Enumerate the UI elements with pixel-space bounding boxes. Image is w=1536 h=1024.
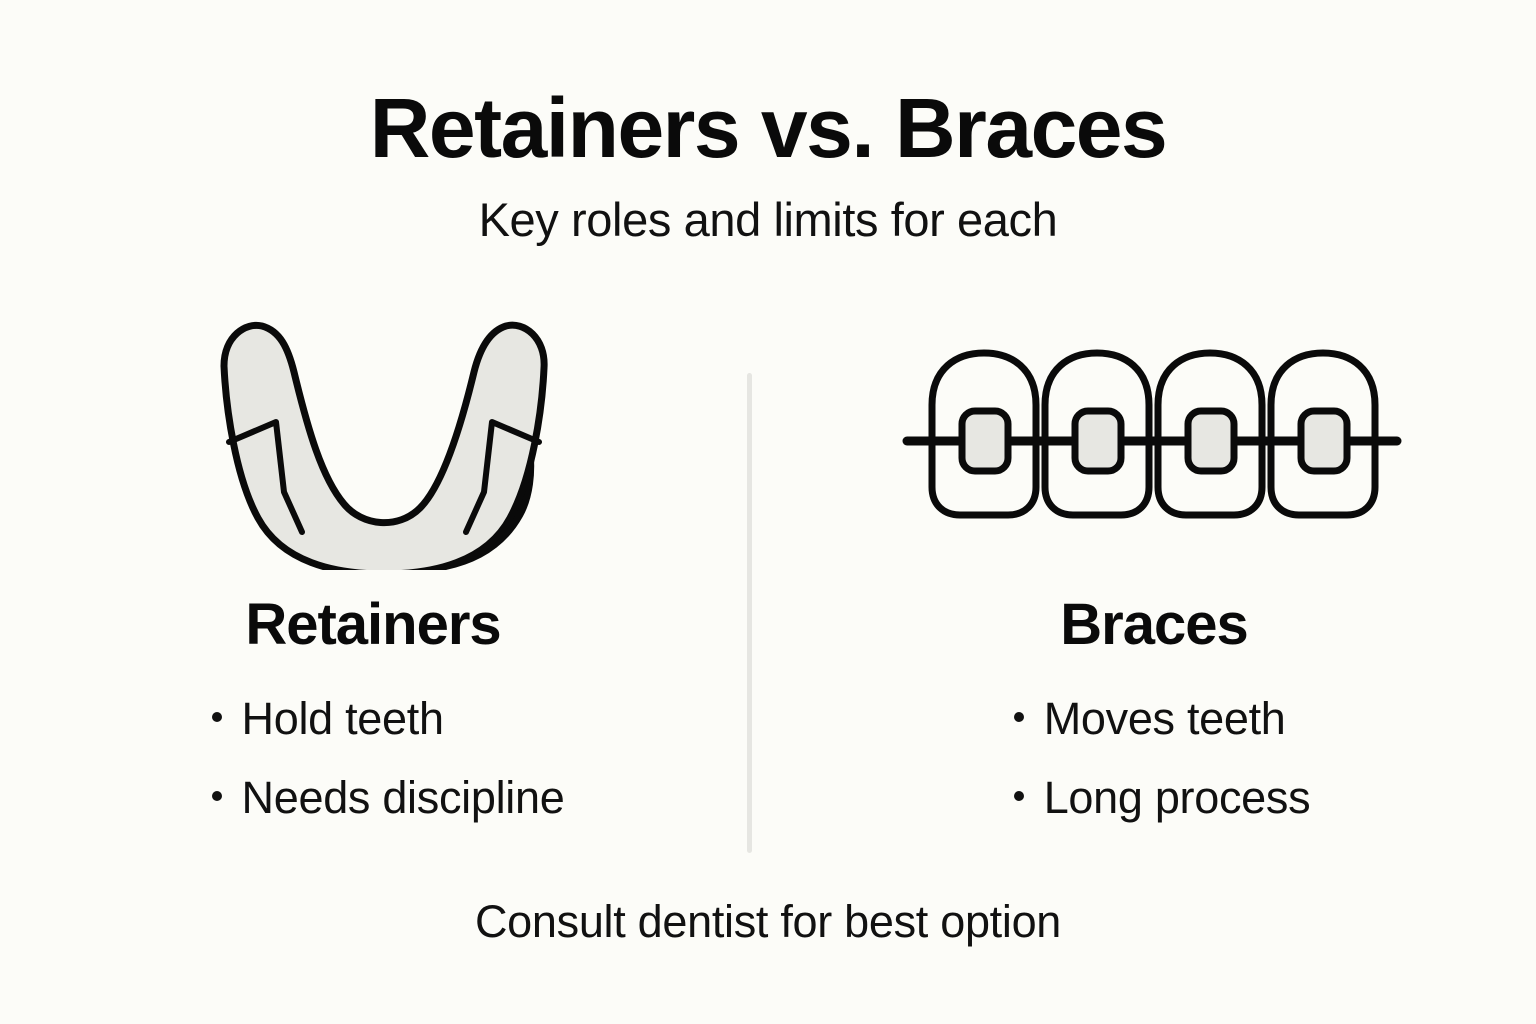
header: Retainers vs. Braces Key roles and limit… bbox=[0, 81, 1536, 246]
list-item-label: Hold teeth bbox=[241, 693, 444, 744]
bullet-list-braces: Moves teeth Long process bbox=[1013, 693, 1311, 854]
retainer-arch-icon bbox=[220, 321, 548, 570]
bullet-dot-icon bbox=[1013, 712, 1024, 722]
page-title: Retainers vs. Braces bbox=[369, 81, 1168, 175]
bullet-list-retainers: Hold teeth Needs discipline bbox=[211, 693, 565, 854]
list-item: Needs discipline bbox=[211, 772, 565, 823]
bullet-dot-icon bbox=[211, 712, 222, 722]
bracket-shape bbox=[1297, 407, 1351, 475]
bracket-shape bbox=[1071, 407, 1125, 475]
column-divider bbox=[747, 373, 752, 853]
column-retainers: Retainers Hold teeth Needs discipline bbox=[0, 300, 768, 854]
column-heading-braces: Braces bbox=[1060, 592, 1248, 657]
list-item-label: Long process bbox=[1043, 772, 1311, 823]
braces-teeth-icon bbox=[902, 349, 1402, 519]
braces-illustration bbox=[902, 300, 1402, 570]
bullet-dot-icon bbox=[211, 791, 222, 801]
bullet-dot-icon bbox=[1013, 791, 1024, 801]
bracket-shape bbox=[958, 407, 1012, 475]
list-item: Moves teeth bbox=[1013, 693, 1311, 744]
column-heading-retainers: Retainers bbox=[245, 592, 501, 657]
list-item: Long process bbox=[1013, 772, 1311, 823]
column-braces: Braces Moves teeth Long process bbox=[768, 300, 1536, 854]
list-item-label: Needs discipline bbox=[241, 772, 565, 823]
retainer-illustration bbox=[184, 300, 584, 570]
list-item-label: Moves teeth bbox=[1043, 693, 1286, 744]
list-item: Hold teeth bbox=[211, 693, 565, 744]
bracket-shape bbox=[1184, 407, 1238, 475]
footer-note: Consult dentist for best option bbox=[474, 896, 1062, 947]
page-subtitle: Key roles and limits for each bbox=[478, 192, 1058, 246]
comparison-columns: Retainers Hold teeth Needs discipline bbox=[0, 300, 1536, 854]
